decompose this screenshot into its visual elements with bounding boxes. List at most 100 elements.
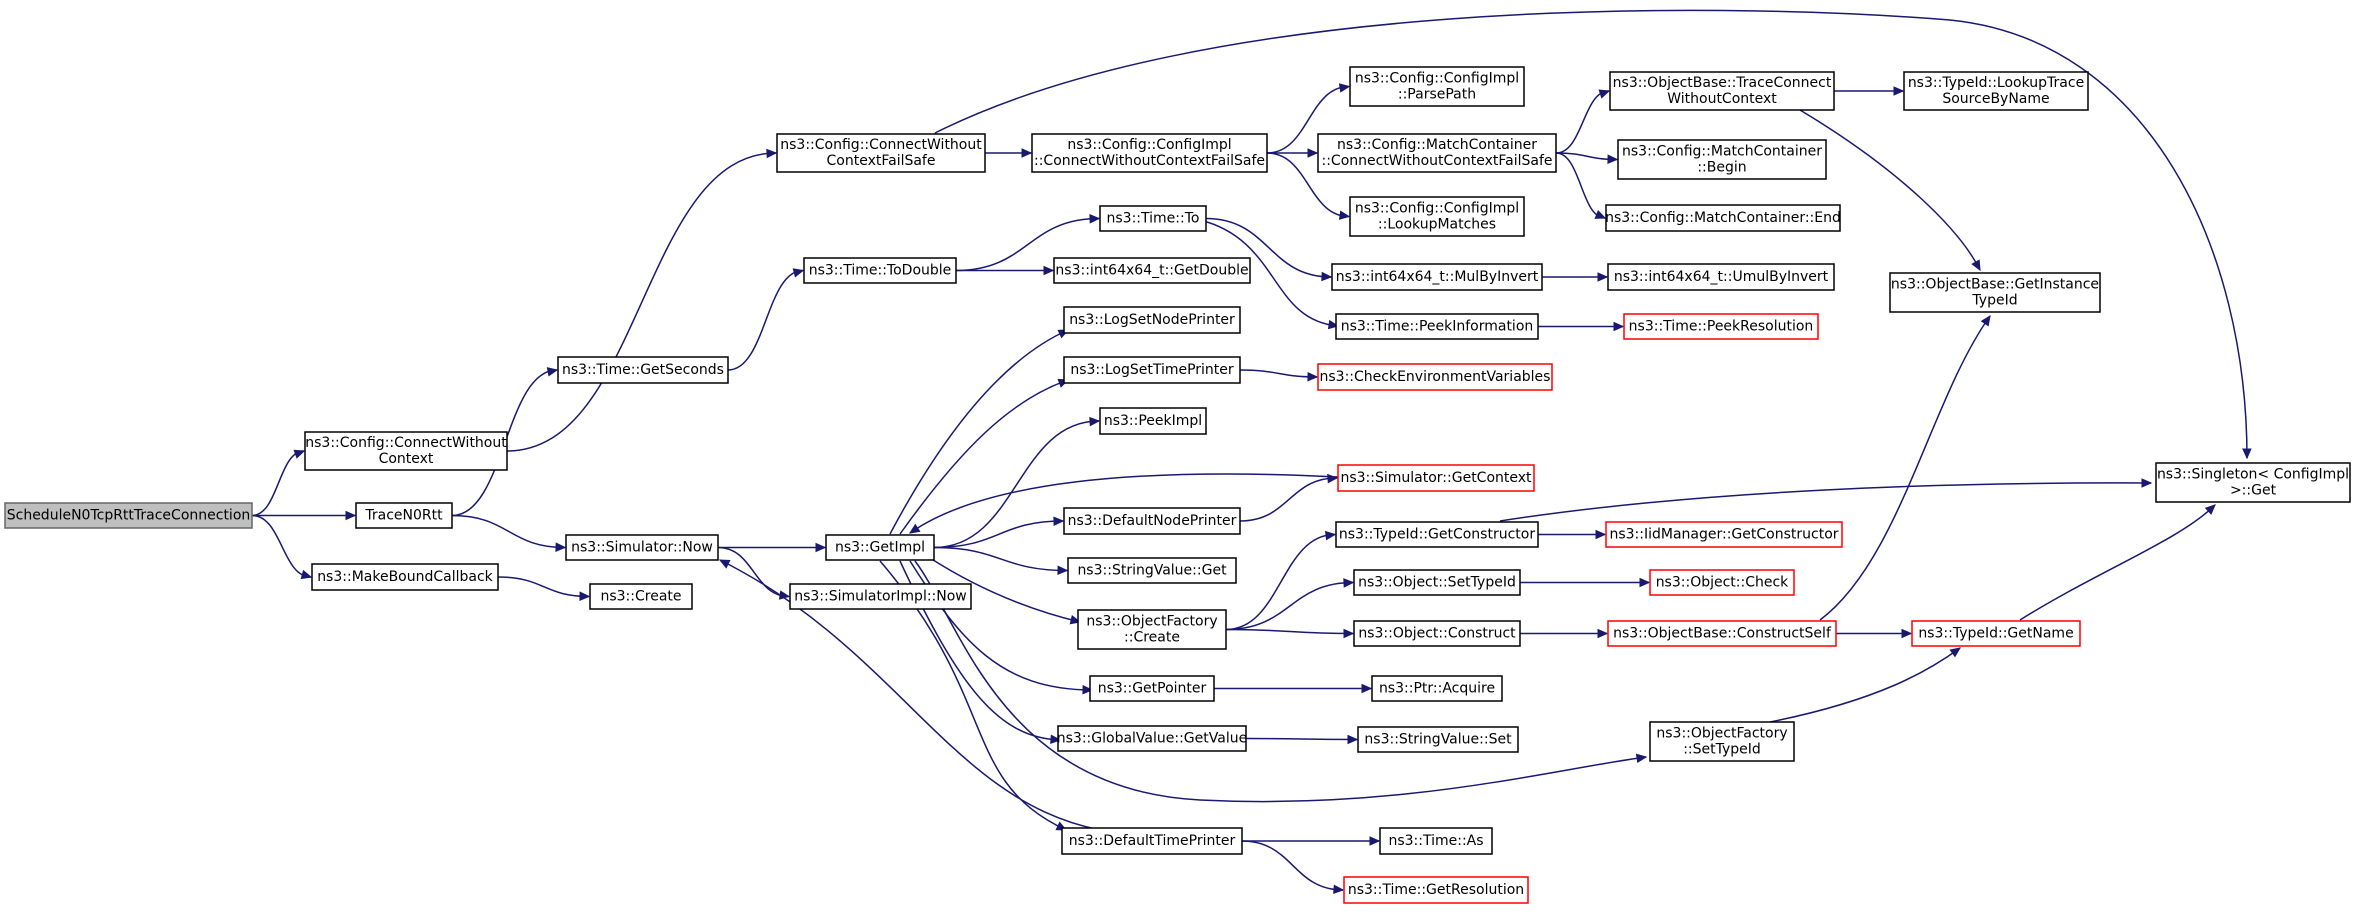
node-peekInformation[interactable]: ns3::Time::PeekInformation — [1335, 313, 1539, 340]
node-globalValueGetValue[interactable]: ns3::GlobalValue::GetValue — [1057, 725, 1247, 752]
node-defaultTimePrinter[interactable]: ns3::DefaultTimePrinter — [1061, 827, 1243, 855]
node-mulByInvert[interactable]: ns3::int64x64_t::MulByInvert — [1331, 263, 1543, 291]
node-makeBoundCallback[interactable]: ns3::MakeBoundCallback — [311, 563, 499, 591]
node-box[interactable] — [1889, 272, 2101, 313]
node-objectConstruct[interactable]: ns3::Object::Construct — [1353, 620, 1521, 647]
node-box[interactable] — [1337, 464, 1535, 492]
node-box[interactable] — [1649, 569, 1795, 596]
node-logSetTimePrinter[interactable]: ns3::LogSetTimePrinter — [1063, 356, 1241, 384]
node-box[interactable] — [803, 257, 957, 284]
call-edge-line — [1555, 152, 1606, 219]
node-traceConnectWC[interactable]: ns3::ObjectBase::TraceConnectWithoutCont… — [1609, 71, 1835, 111]
node-box[interactable] — [1053, 257, 1251, 284]
node-simulatorImplNow[interactable]: ns3::SimulatorImpl::Now — [789, 583, 972, 610]
node-box[interactable] — [1609, 71, 1835, 111]
node-box[interactable] — [1335, 313, 1539, 340]
node-umulByInvert[interactable]: ns3::int64x64_t::UmulByInvert — [1607, 263, 1835, 291]
node-box[interactable] — [1331, 263, 1543, 291]
node-box[interactable] — [1335, 521, 1539, 548]
node-box[interactable] — [1357, 726, 1519, 753]
node-traceN0Rtt[interactable]: TraceN0Rtt — [355, 502, 453, 529]
node-box[interactable] — [1379, 827, 1493, 855]
node-box[interactable] — [1353, 620, 1521, 647]
node-objectSetTypeId[interactable]: ns3::Object::SetTypeId — [1353, 569, 1521, 596]
node-box[interactable] — [1317, 133, 1557, 173]
node-box[interactable] — [1617, 139, 1827, 180]
node-box[interactable] — [1099, 205, 1207, 232]
node-objectFactoryCreate[interactable]: ns3::ObjectFactory::Create — [1077, 609, 1227, 650]
node-peekResolution[interactable]: ns3::Time::PeekResolution — [1623, 313, 1819, 340]
node-getPointer[interactable]: ns3::GetPointer — [1089, 675, 1215, 702]
node-box[interactable] — [1031, 133, 1268, 173]
node-box[interactable] — [825, 534, 935, 561]
node-simulatorGetContext[interactable]: ns3::Simulator::GetContext — [1337, 464, 1535, 492]
node-box[interactable] — [2155, 462, 2351, 503]
node-box[interactable] — [1371, 675, 1503, 702]
node-timeAs[interactable]: ns3::Time::As — [1379, 827, 1493, 855]
node-box[interactable] — [1099, 407, 1207, 435]
node-box[interactable] — [311, 563, 499, 591]
node-objectFactorySetTypeId[interactable]: ns3::ObjectFactory::SetTypeId — [1649, 721, 1795, 762]
node-int64GetDouble[interactable]: ns3::int64x64_t::GetDouble — [1053, 257, 1251, 284]
node-lookupMatches[interactable]: ns3::Config::ConfigImpl::LookupMatches — [1349, 196, 1525, 237]
node-iidManagerGetConstructor[interactable]: ns3::IidManager::GetConstructor — [1605, 521, 1843, 548]
node-box[interactable] — [1349, 66, 1525, 107]
node-box[interactable] — [1623, 313, 1819, 340]
node-box[interactable] — [1063, 356, 1241, 384]
node-timeGetResolution[interactable]: ns3::Time::GetResolution — [1343, 876, 1529, 904]
node-box[interactable] — [1063, 306, 1241, 334]
node-box[interactable] — [1607, 620, 1837, 647]
node-box[interactable] — [355, 502, 453, 529]
node-create[interactable]: ns3::Create — [589, 583, 693, 610]
node-box[interactable] — [1605, 521, 1843, 548]
node-box[interactable] — [789, 583, 972, 610]
node-box[interactable] — [1349, 196, 1525, 237]
node-box[interactable] — [557, 356, 729, 384]
node-box[interactable] — [565, 534, 719, 561]
node-box[interactable] — [1649, 721, 1795, 762]
node-singletonGet[interactable]: ns3::Singleton< ConfigImpl >::Get — [2155, 462, 2351, 503]
node-typeIdGetName[interactable]: ns3::TypeId::GetName — [1911, 620, 2081, 647]
node-box[interactable] — [1067, 557, 1237, 584]
node-timeTo[interactable]: ns3::Time::To — [1099, 205, 1207, 232]
node-matchContainerConnect[interactable]: ns3::Config::MatchContainer::ConnectWith… — [1317, 133, 1557, 173]
node-box[interactable] — [1057, 725, 1247, 752]
node-connectWithoutContext[interactable]: ns3::Config::ConnectWithoutContext — [304, 431, 508, 471]
node-box[interactable] — [1353, 569, 1521, 596]
node-typeIdGetConstructor[interactable]: ns3::TypeId::GetConstructor — [1335, 521, 1539, 548]
node-box[interactable] — [304, 431, 508, 471]
node-getImpl[interactable]: ns3::GetImpl — [825, 534, 935, 561]
node-box[interactable] — [1343, 876, 1529, 904]
node-stringValueSet[interactable]: ns3::StringValue::Set — [1357, 726, 1519, 753]
node-box[interactable] — [1903, 71, 2089, 111]
node-box[interactable] — [1607, 263, 1835, 291]
node-ptrAcquire[interactable]: ns3::Ptr::Acquire — [1371, 675, 1503, 702]
node-box[interactable] — [1063, 507, 1241, 535]
node-box[interactable] — [1911, 620, 2081, 647]
node-constructSelf[interactable]: ns3::ObjectBase::ConstructSelf — [1607, 620, 1837, 647]
node-checkEnvVars[interactable]: ns3::CheckEnvironmentVariables — [1317, 363, 1553, 391]
node-defaultNodePrinter[interactable]: ns3::DefaultNodePrinter — [1063, 507, 1241, 535]
node-configImplConnect[interactable]: ns3::Config::ConfigImpl::ConnectWithoutC… — [1031, 133, 1268, 173]
node-simulatorNow[interactable]: ns3::Simulator::Now — [565, 534, 719, 561]
node-stringValueGet[interactable]: ns3::StringValue::Get — [1067, 557, 1237, 584]
node-matchContainerBegin[interactable]: ns3::Config::MatchContainer::Begin — [1617, 139, 1827, 180]
node-box[interactable] — [1077, 609, 1227, 650]
node-parsePath[interactable]: ns3::Config::ConfigImpl::ParsePath — [1349, 66, 1525, 107]
node-objectCheck[interactable]: ns3::Object::Check — [1649, 569, 1795, 596]
node-box[interactable] — [1317, 363, 1553, 391]
node-peekImpl[interactable]: ns3::PeekImpl — [1099, 407, 1207, 435]
node-connectWithoutContextFailSafe[interactable]: ns3::Config::ConnectWithoutContextFailSa… — [776, 133, 986, 173]
node-box[interactable] — [1089, 675, 1215, 702]
node-box[interactable] — [589, 583, 693, 610]
node-box[interactable] — [776, 133, 986, 173]
node-logSetNodePrinter[interactable]: ns3::LogSetNodePrinter — [1063, 306, 1241, 334]
node-matchContainerEnd[interactable]: ns3::Config::MatchContainer::End — [1605, 204, 1841, 232]
node-box[interactable] — [1605, 204, 1841, 232]
node-getSeconds[interactable]: ns3::Time::GetSeconds — [557, 356, 729, 384]
call-edge-schedule-to-makeBoundCallback — [251, 514, 313, 580]
node-toDouble[interactable]: ns3::Time::ToDouble — [803, 257, 957, 284]
node-box[interactable] — [1061, 827, 1243, 855]
